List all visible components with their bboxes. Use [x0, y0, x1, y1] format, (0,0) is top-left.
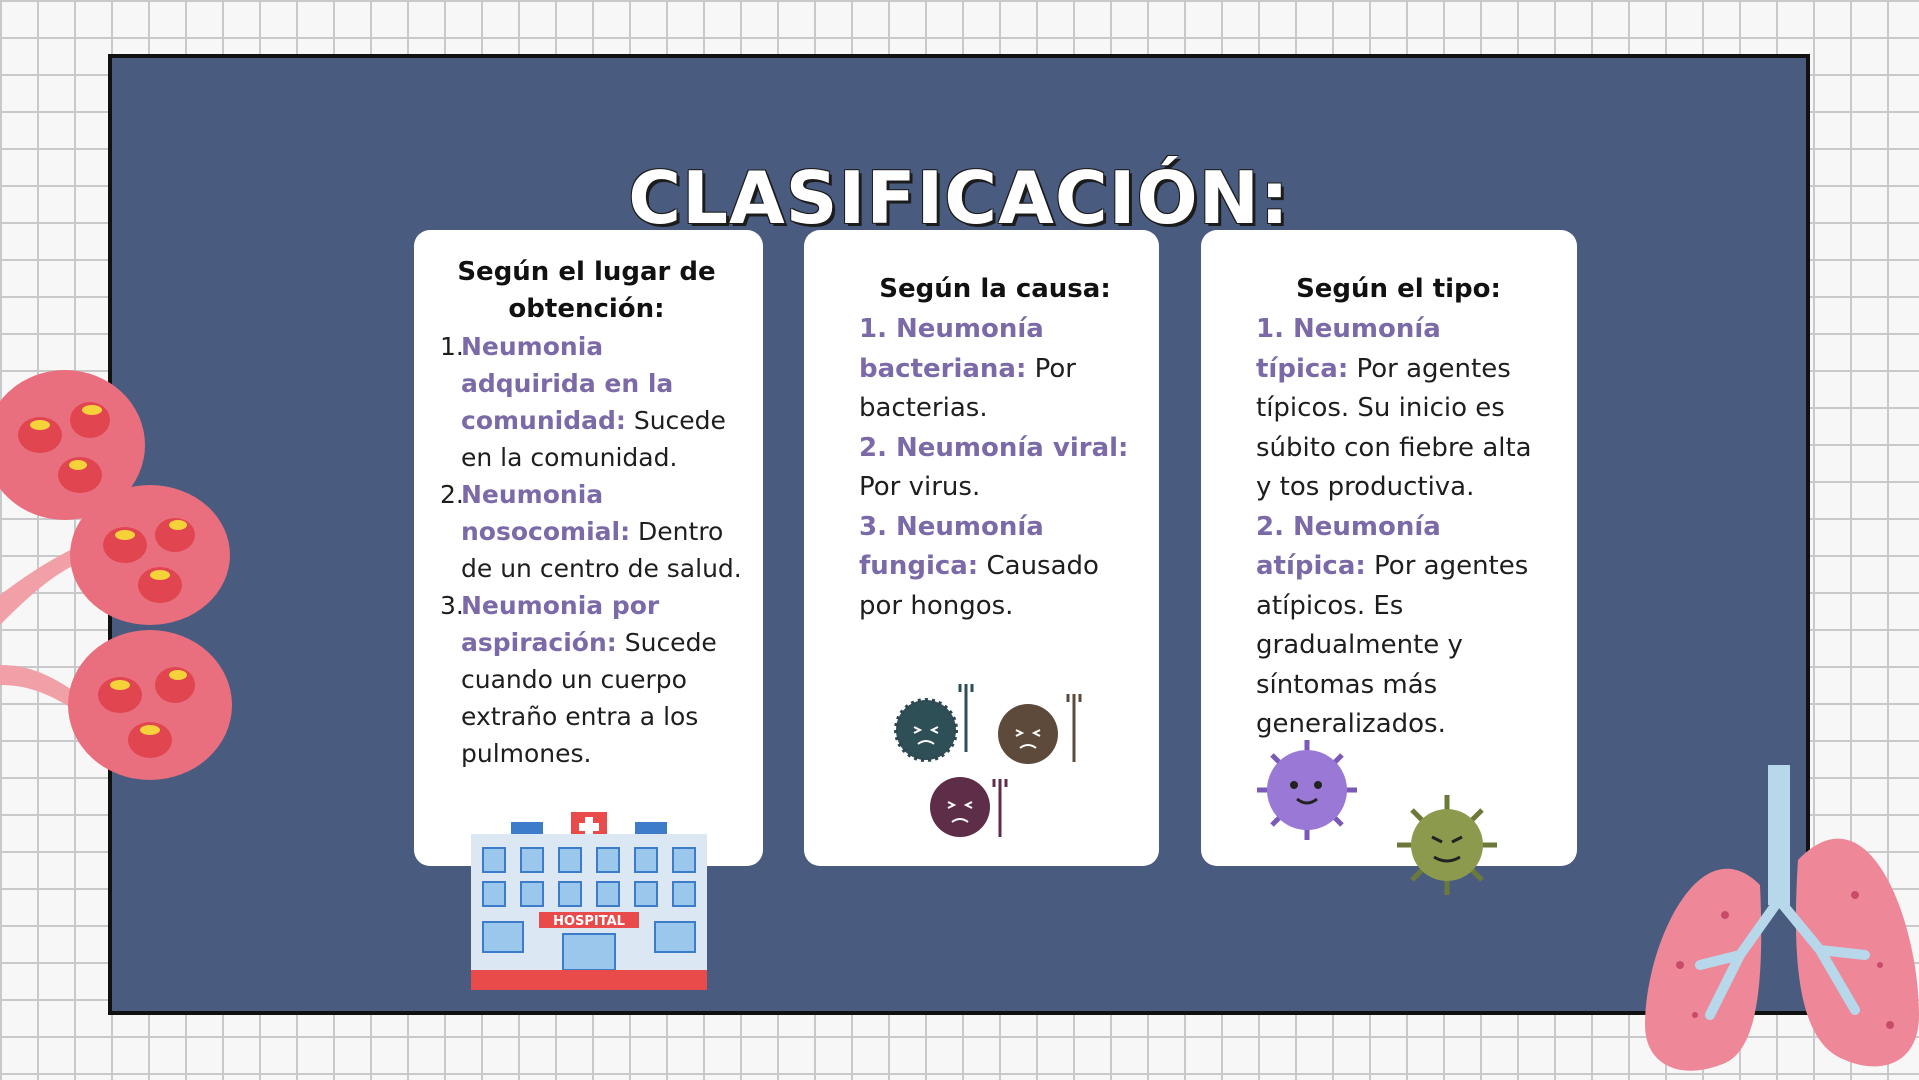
hospital-icon: HOSPITAL — [471, 812, 707, 990]
card-type: Según el tipo: 1. Neumonía típica: Por a… — [1201, 230, 1577, 866]
item-term: 1. Neumonía bacteriana: — [859, 314, 1044, 384]
list-item: 2. Neumonía viral: Por virus. — [859, 429, 1131, 508]
item-number: 3. — [440, 591, 464, 620]
item-term: 1. Neumonía típica: — [1256, 314, 1441, 384]
classification-list: 1. Neumonia adquirida en la comunidad: S… — [440, 328, 743, 772]
item-description: Sucede cuando un cuerpo extraño entra a … — [461, 628, 717, 768]
list-item: 2. Neumonia nosocomial: Dentro de un cen… — [440, 476, 743, 587]
item-description: Por agentes atípicos. Es gradualmente y … — [1256, 551, 1529, 739]
card-place-of-acquisition: Según el lugar de obtención: 1. Neumonia… — [414, 230, 763, 866]
list-item: 1. Neumonía típica: Por agentes típicos.… — [1256, 310, 1541, 508]
item-description: Por virus. — [859, 472, 981, 502]
item-term: Neumonia adquirida en la comunidad: — [461, 332, 674, 435]
list-item: 2. Neumonía atípica: Por agentes atípico… — [1256, 508, 1541, 745]
germs-icon — [894, 684, 1082, 837]
item-description: Causado por hongos. — [859, 551, 1099, 621]
svg-text:HOSPITAL: HOSPITAL — [553, 914, 625, 929]
item-number: 1. — [440, 332, 464, 361]
card-cause: Según la causa: 1. Neumonía bacteriana: … — [804, 230, 1159, 866]
item-term: 2. Neumonía atípica: — [1256, 511, 1441, 582]
list-item: 1. Neumonia adquirida en la comunidad: S… — [440, 328, 743, 476]
card-heading: Según la causa: — [879, 274, 1111, 304]
list-item: 1. Neumonía bacteriana: Por bacterias. — [859, 310, 1131, 429]
item-description: Dentro de un centro de salud. — [461, 517, 742, 583]
card-heading: Según el lugar de obtención: — [457, 257, 716, 324]
item-description: Por agentes típicos. Su inicio es súbito… — [1256, 353, 1532, 503]
item-term: Neumonia por aspiración: — [461, 591, 660, 657]
virus-icon — [1257, 740, 1497, 895]
page-title: CLASIFICACIÓN: — [628, 156, 1290, 240]
item-description: Sucede en la comunidad. — [461, 406, 726, 472]
lungs-icon — [1645, 765, 1919, 1071]
alveoli-icon — [0, 370, 232, 780]
card-heading: Según el tipo: — [1296, 274, 1501, 304]
item-number: 2. — [440, 480, 464, 509]
list-item: 3. Neumonia por aspiración: Sucede cuand… — [440, 587, 743, 772]
item-term: 3. Neumonía fungica: — [859, 511, 1044, 582]
item-description: Por bacterias. — [859, 353, 1076, 424]
item-term: Neumonia nosocomial: — [461, 480, 631, 546]
list-item: 3. Neumonía fungica: Causado por hongos. — [859, 508, 1131, 627]
item-term: 2. Neumonía viral: — [859, 432, 1129, 463]
